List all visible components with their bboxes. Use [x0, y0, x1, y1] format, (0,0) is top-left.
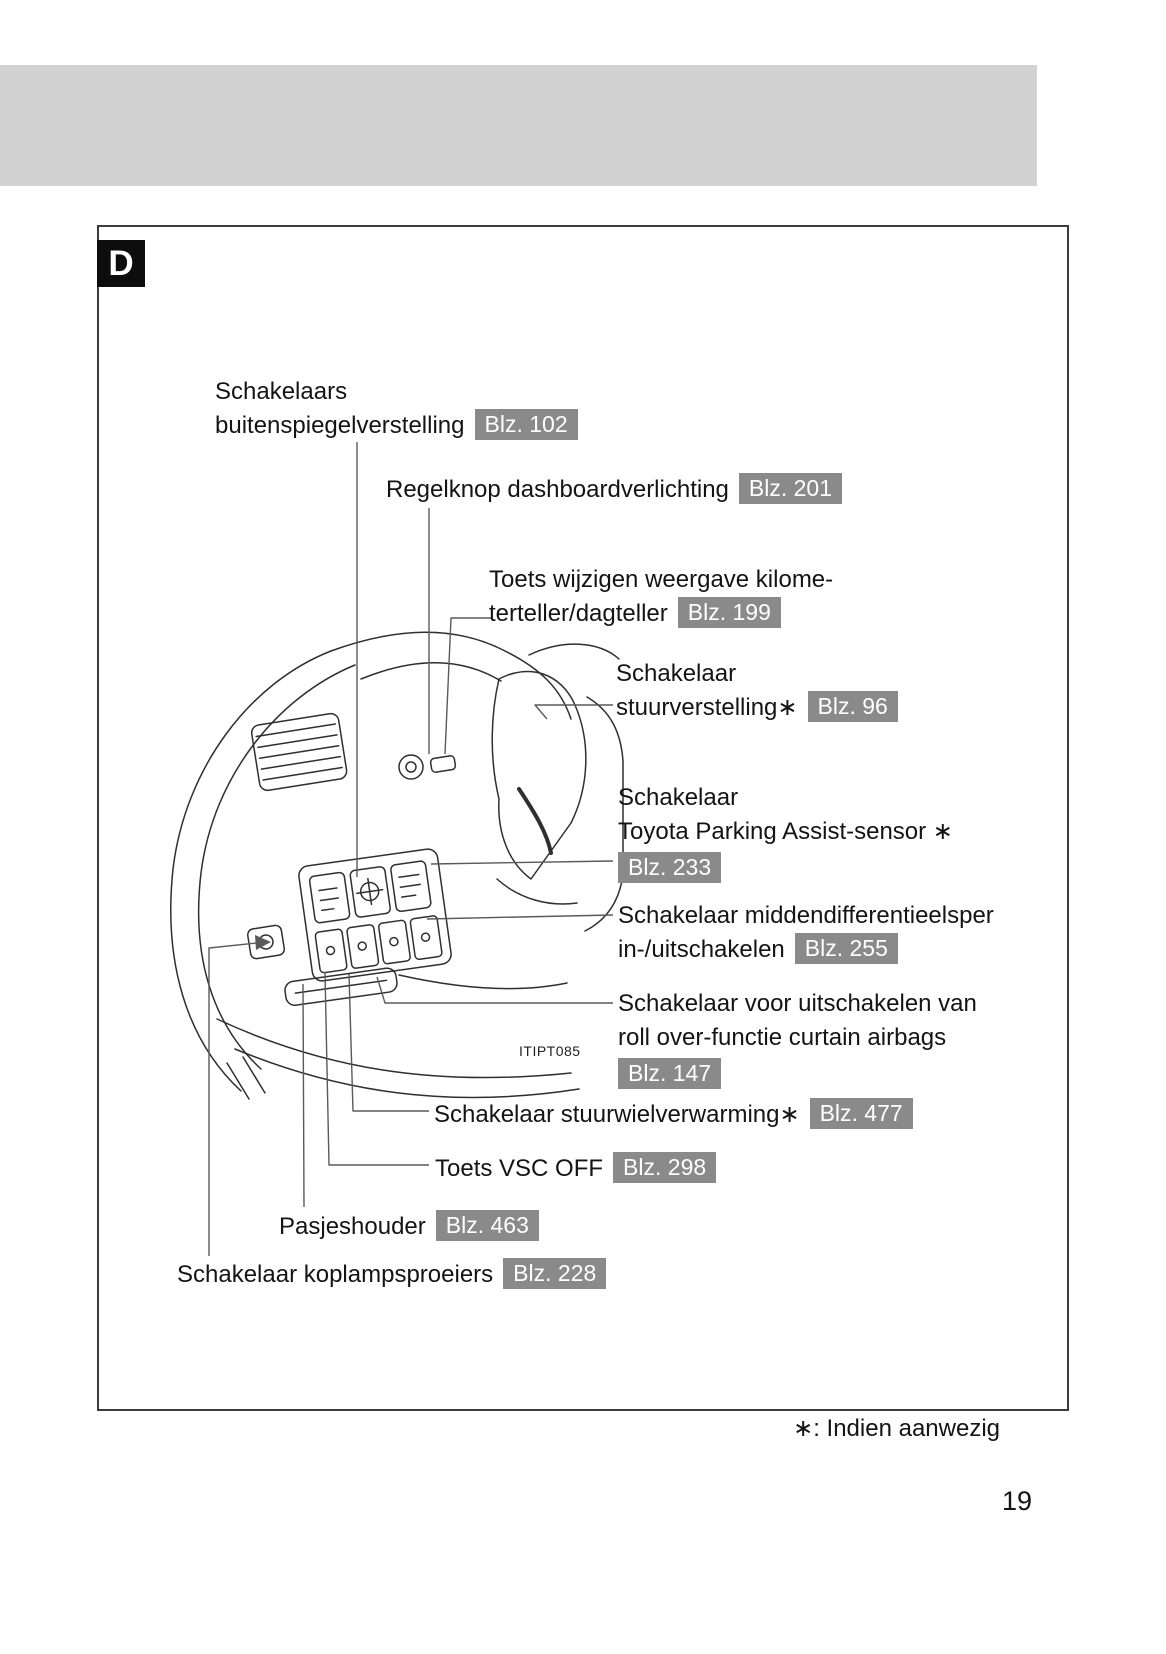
page-ref-badge: Blz. 147: [618, 1058, 722, 1089]
label-text: Regelknop dashboardverlichting: [386, 476, 729, 503]
page-ref-badge: Blz. 463: [435, 1210, 539, 1241]
steering-column: [491, 670, 587, 880]
label-text: buitenspiegelverstelling: [215, 412, 465, 439]
label-text: Toets VSC OFF: [435, 1155, 604, 1182]
label-text: roll over-functie curtain airbags: [618, 1024, 947, 1051]
label-dashboard-light-knob: Regelknop dashboardverlichting Blz. 201: [386, 473, 842, 507]
label-center-diff-lock-switch: Schakelaar middendifferentieelsper in-/u…: [618, 899, 994, 967]
dash-right-edge: [584, 696, 624, 932]
page-header-band: [0, 65, 1037, 186]
dash-outline-outer: [170, 650, 332, 1092]
leader-card-holder: [302, 983, 305, 1208]
hatch-line-1: [226, 1062, 250, 1100]
label-line: stuurverstelling∗ Blz. 96: [616, 691, 898, 725]
leader-parking-assist: [430, 860, 614, 865]
label-card-holder: Pasjeshouder Blz. 463: [279, 1210, 539, 1244]
label-text: stuurverstelling∗: [616, 694, 798, 721]
page-ref-badge: Blz. 201: [738, 473, 842, 504]
leader-wheel-heater: [348, 973, 429, 1112]
leader-steering-adjust: [534, 704, 613, 720]
switch-panel: [298, 848, 452, 982]
page-ref-badge: Blz. 96: [807, 691, 898, 722]
label-text: Schakelaar voor uitschakelen van: [618, 990, 977, 1017]
label-parking-assist-switch: Schakelaar Toyota Parking Assist-sensor …: [618, 781, 953, 886]
label-odometer-trip-button: Toets wijzigen weergave kilome- tertelle…: [489, 563, 833, 631]
under-column-line: [496, 878, 578, 905]
section-marker: D: [97, 240, 145, 287]
page-ref-badge: Blz. 298: [613, 1152, 717, 1183]
label-text: in-/uitschakelen: [618, 936, 785, 963]
label-steering-wheel-heater-switch: Schakelaar stuurwielverwarming∗ Blz. 477: [434, 1098, 913, 1132]
label-line: buitenspiegelverstelling Blz. 102: [215, 409, 578, 443]
figure-frame: D: [97, 225, 1069, 1411]
mirror-select-icon: [318, 887, 340, 912]
lower-sweep-2: [234, 1048, 580, 1099]
page-ref-badge: Blz. 228: [503, 1258, 607, 1289]
page-ref-badge: Blz. 255: [794, 933, 898, 964]
label-text: Schakelaar middendifferentieelsper: [618, 902, 994, 929]
page-ref-badge: Blz. 477: [809, 1098, 913, 1129]
label-text: Schakelaar stuurwielverwarming∗: [434, 1101, 800, 1128]
light-knob: [398, 754, 424, 780]
page-ref-badge: Blz. 233: [618, 852, 722, 883]
leader-headlight-washer: [208, 942, 258, 1256]
label-steering-adjust-switch: Schakelaar stuurverstelling∗ Blz. 96: [616, 657, 898, 725]
lower-sweep-1: [216, 1018, 572, 1079]
dash-cowl-inner: [360, 662, 502, 682]
hatch-line-2: [242, 1056, 266, 1094]
leader-rollover-switch: [376, 976, 613, 1004]
dash-outline-inner: [197, 664, 356, 1070]
page-ref-badge: Blz. 199: [677, 597, 781, 628]
label-line: in-/uitschakelen Blz. 255: [618, 933, 994, 967]
label-text: Schakelaar: [618, 784, 739, 811]
page-ref-badge: Blz. 102: [474, 409, 578, 440]
label-text: Toyota Parking Assist-sensor ∗: [618, 818, 953, 845]
label-text: terteller/dagteller: [489, 600, 668, 627]
leader-lines: [208, 442, 614, 1256]
dashboard-line-drawing: [170, 442, 624, 1256]
label-line: terteller/dagteller Blz. 199: [489, 597, 833, 631]
air-vent: [250, 712, 348, 792]
card-holder-slot: [284, 967, 398, 1006]
label-vsc-off-button: Toets VSC OFF Blz. 298: [435, 1152, 717, 1186]
leader-center-diff: [426, 914, 614, 920]
leader-vsc-off: [324, 971, 429, 1166]
label-text: Schakelaar: [616, 660, 737, 687]
odometer-button: [429, 755, 457, 773]
tilt-lever: [517, 787, 553, 855]
leader-odometer-button: [444, 617, 491, 755]
label-text: Pasjeshouder: [279, 1213, 426, 1240]
figure-code: ITIPT085: [519, 1043, 581, 1059]
light-knob-center: [405, 761, 417, 773]
panel-icon-lines: [398, 873, 421, 898]
label-text: Schakelaars: [215, 378, 348, 405]
dash-cowl-top: [330, 631, 572, 720]
label-headlight-washer-switch: Schakelaar koplampsproeiers Blz. 228: [177, 1258, 607, 1292]
steering-wheel-hint: [528, 643, 620, 660]
page-number: 19: [1001, 1486, 1032, 1516]
leader-arrowhead: [255, 935, 271, 950]
glovebox-line: [398, 974, 568, 990]
footnote: ∗: Indien aanwezig: [793, 1415, 1000, 1442]
label-text: Toets wijzigen weergave kilome-: [489, 566, 834, 593]
label-mirror-adjust-switches: Schakelaars buitenspiegelverstelling Blz.…: [215, 375, 578, 443]
label-rollover-curtain-airbag-switch: Schakelaar voor uitschakelen van roll ov…: [618, 987, 977, 1092]
label-text: Schakelaar koplampsproeiers: [177, 1261, 494, 1288]
